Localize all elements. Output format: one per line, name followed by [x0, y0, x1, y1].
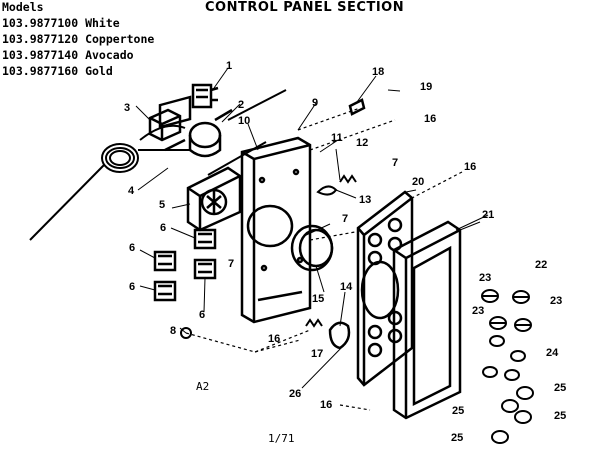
callout-labels: 1 2 3 4 5 6 6 6 6 7 7 7 8 9 10 11 12 13 … — [124, 60, 566, 444]
callout-17: 17 — [311, 348, 323, 360]
part-12-spring — [339, 174, 357, 184]
callout-25b: 25 — [452, 405, 464, 417]
diagram-code: A2 — [196, 380, 210, 393]
callout-1: 1 — [226, 60, 232, 72]
callout-3: 3 — [124, 102, 130, 114]
callout-19: 19 — [420, 81, 432, 93]
callout-20: 20 — [412, 176, 424, 188]
models-heading: Models — [2, 0, 44, 14]
callout-13: 13 — [359, 194, 371, 206]
knob — [512, 290, 530, 304]
callout-6d: 6 — [199, 309, 205, 321]
callout-22: 22 — [535, 259, 547, 271]
model-line-gold: 103.9877160 Gold — [2, 64, 113, 78]
callout-12: 12 — [356, 137, 368, 149]
callout-15: 15 — [312, 293, 324, 305]
diagram-title: CONTROL PANEL SECTION — [205, 0, 405, 15]
callout-6c: 6 — [129, 281, 135, 293]
model-line-avocado: 103.9877140 Avocado — [2, 48, 134, 62]
knob — [501, 386, 534, 413]
callout-7a: 7 — [228, 258, 234, 270]
part-10-mounting-panel — [240, 136, 312, 324]
knob — [510, 350, 526, 362]
part-17-spring — [305, 318, 323, 328]
knob — [482, 366, 520, 381]
callout-leaders — [135, 67, 489, 389]
callout-25d: 25 — [451, 432, 463, 444]
control-rod — [227, 89, 287, 121]
callout-25c: 25 — [554, 410, 566, 422]
callout-2: 2 — [238, 99, 244, 111]
part-8-grommet — [180, 327, 192, 339]
part-13-lamp — [316, 185, 338, 196]
knob — [514, 318, 532, 332]
callout-4: 4 — [128, 185, 135, 197]
callout-16d: 16 — [320, 399, 332, 411]
callout-26: 26 — [289, 388, 301, 400]
callout-23a: 23 — [479, 272, 491, 284]
knob — [481, 289, 499, 303]
callout-9: 9 — [312, 97, 318, 109]
callout-16a: 16 — [424, 113, 436, 125]
page-number: 1/71 — [268, 432, 295, 445]
model-line-coppertone: 103.9877120 Coppertone — [2, 32, 155, 46]
part-5-timer — [186, 166, 242, 232]
callout-16c: 16 — [268, 333, 280, 345]
part-21-frame — [392, 220, 462, 420]
callout-24: 24 — [546, 347, 559, 359]
part-20-control-panel — [356, 190, 414, 387]
callout-6b: 6 — [129, 242, 135, 254]
knob — [489, 335, 505, 347]
callout-16b: 16 — [464, 161, 476, 173]
callout-21: 21 — [482, 209, 494, 221]
callout-14: 14 — [340, 281, 353, 293]
knob — [489, 316, 507, 330]
part-6-switches — [153, 228, 217, 302]
callout-6a: 6 — [160, 222, 166, 234]
callout-23b: 23 — [550, 295, 562, 307]
leader-lines — [185, 107, 463, 411]
part-2-thermostat — [188, 108, 233, 158]
callout-7c: 7 — [392, 157, 398, 169]
callout-23c: 23 — [472, 305, 484, 317]
model-line-white: 103.9877100 White — [2, 16, 120, 30]
callout-5: 5 — [159, 199, 165, 211]
part-4-switch — [158, 95, 192, 152]
part-18-clip — [348, 98, 366, 116]
callout-18: 18 — [372, 66, 384, 78]
callout-25a: 25 — [554, 382, 566, 394]
callout-10: 10 — [238, 115, 250, 127]
callout-7b: 7 — [342, 213, 348, 225]
callout-8: 8 — [170, 325, 176, 337]
part-1-switch — [191, 83, 219, 109]
knob-group — [481, 289, 534, 444]
callout-11: 11 — [331, 132, 343, 144]
knob — [491, 410, 532, 444]
part-14-gasket — [328, 321, 351, 350]
